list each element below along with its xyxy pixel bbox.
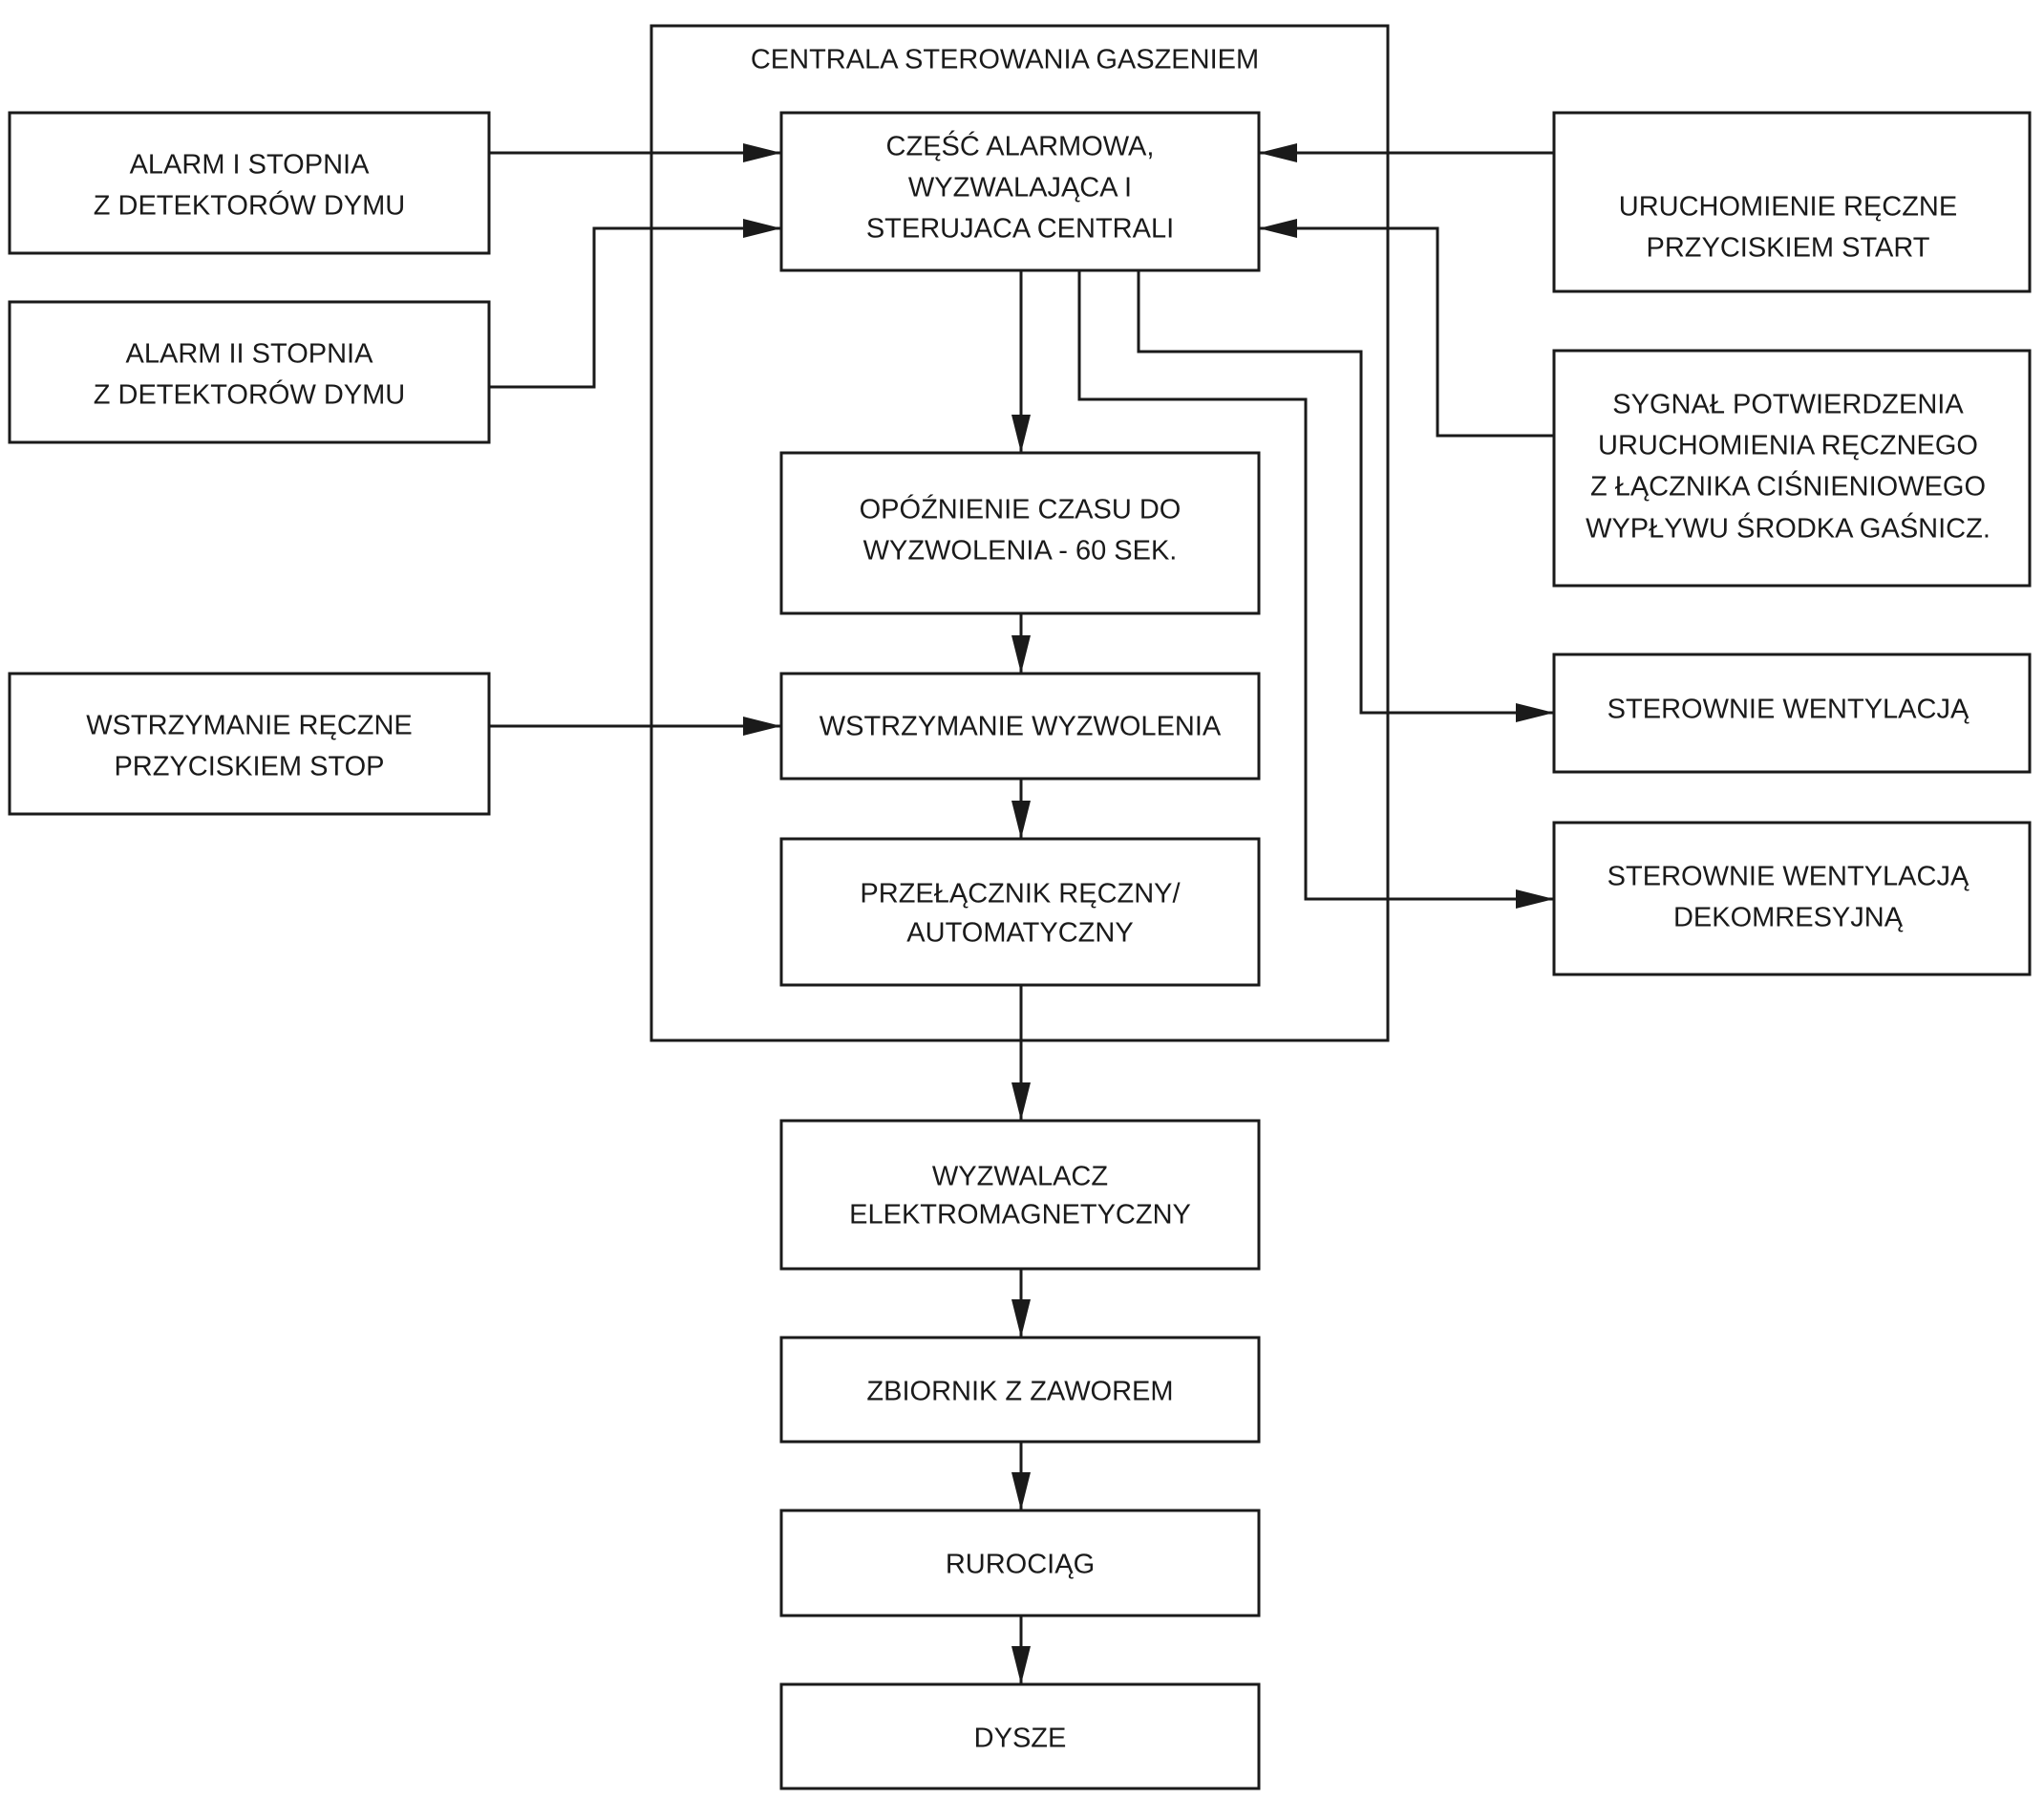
svg-text:PRZYCISKIEM STOP: PRZYCISKIEM STOP xyxy=(114,752,384,782)
svg-text:WYZWOLENIA - 60 SEK.: WYZWOLENIA - 60 SEK. xyxy=(863,536,1178,567)
svg-text:DEKOMRESYJNĄ: DEKOMRESYJNĄ xyxy=(1673,903,1904,933)
arrow-confirm-to-core xyxy=(1259,219,1554,438)
svg-text:PRZYCISKIEM START: PRZYCISKIEM START xyxy=(1646,233,1929,264)
svg-text:ALARM I STOPNIA: ALARM I STOPNIA xyxy=(130,150,371,181)
svg-text:WSTRZYMANIE WYZWOLENIA: WSTRZYMANIE WYZWOLENIA xyxy=(820,712,1222,742)
box-manual-start-confirmation: SYGNAŁ POTWIERDZENIA URUCHOMIENIA RĘCZNE… xyxy=(1552,349,2032,588)
box-pipeline: RUROCIĄG xyxy=(779,1509,1261,1617)
control-panel-title: CENTRALA STEROWANIA GASZENIEM xyxy=(751,45,1259,75)
svg-text:STEROWNIE WENTYLACJĄ: STEROWNIE WENTYLACJĄ xyxy=(1608,695,1969,725)
svg-text:WSTRZYMANIE RĘCZNE: WSTRZYMANIE RĘCZNE xyxy=(86,711,413,741)
box-decompression-ventilation-control: STEROWNIE WENTYLACJĄ DEKOMRESYJNĄ xyxy=(1552,821,2032,976)
box-electromagnetic-releaser: WYZWALACZ ELEKTROMAGNETYCZNY xyxy=(779,1119,1261,1271)
svg-text:ALARM II STOPNIA: ALARM II STOPNIA xyxy=(126,339,374,370)
connectors xyxy=(489,143,1554,1684)
svg-text:Z ŁĄCZNIKA CIŚNIENIOWEGO: Z ŁĄCZNIKA CIŚNIENIOWEGO xyxy=(1590,470,1986,503)
svg-text:Z DETEKTORÓW DYMU: Z DETEKTORÓW DYMU xyxy=(94,379,406,411)
svg-text:ZBIORNIK Z ZAWOREM: ZBIORNIK Z ZAWOREM xyxy=(866,1377,1173,1407)
svg-text:WYZWALAJĄCA I: WYZWALAJĄCA I xyxy=(908,173,1132,203)
arrow-core-to-vent2 xyxy=(1077,270,1554,909)
svg-text:STEROWNIE WENTYLACJĄ: STEROWNIE WENTYLACJĄ xyxy=(1608,862,1969,892)
svg-text:URUCHOMIENIA RĘCZNEGO: URUCHOMIENIA RĘCZNEGO xyxy=(1598,431,1978,461)
arrow-alarm2-to-core xyxy=(489,219,781,389)
svg-text:RUROCIĄG: RUROCIĄG xyxy=(946,1550,1095,1580)
svg-text:SYGNAŁ POTWIERDZENIA: SYGNAŁ POTWIERDZENIA xyxy=(1612,390,1964,420)
svg-text:Z DETEKTORÓW DYMU: Z DETEKTORÓW DYMU xyxy=(94,190,406,222)
svg-text:URUCHOMIENIE RĘCZNE: URUCHOMIENIE RĘCZNE xyxy=(1619,192,1957,223)
box-alarm-stage-1: ALARM I STOPNIA Z DETEKTORÓW DYMU xyxy=(8,111,491,255)
box-release-hold: WSTRZYMANIE WYZWOLENIA xyxy=(779,672,1261,781)
svg-text:AUTOMATYCZNY: AUTOMATYCZNY xyxy=(906,918,1133,949)
box-manual-stop: WSTRZYMANIE RĘCZNE PRZYCISKIEM STOP xyxy=(8,672,491,816)
box-time-delay: OPÓŹNIENIE CZASU DO WYZWOLENIA - 60 SEK. xyxy=(779,451,1261,615)
arrow-core-to-vent xyxy=(1137,270,1554,722)
svg-text:PRZEŁĄCZNIK RĘCZNY/: PRZEŁĄCZNIK RĘCZNY/ xyxy=(860,879,1181,910)
svg-text:DYSZE: DYSZE xyxy=(974,1724,1067,1754)
box-manual-auto-switch: PRZEŁĄCZNIK RĘCZNY/ AUTOMATYCZNY xyxy=(779,837,1261,987)
box-tank-with-valve: ZBIORNIK Z ZAWOREM xyxy=(779,1336,1261,1444)
box-alarm-stage-2: ALARM II STOPNIA Z DETEKTORÓW DYMU xyxy=(8,300,491,444)
svg-text:WYZWALACZ: WYZWALACZ xyxy=(932,1162,1108,1192)
box-nozzles: DYSZE xyxy=(779,1682,1261,1790)
box-ventilation-control: STEROWNIE WENTYLACJĄ xyxy=(1552,653,2032,774)
svg-text:ELEKTROMAGNETYCZNY: ELEKTROMAGNETYCZNY xyxy=(849,1200,1191,1231)
box-alarm-release-control: CZĘŚĆ ALARMOWA, WYZWALAJĄCA I STERUJACA … xyxy=(779,111,1261,272)
svg-text:OPÓŹNIENIE CZASU DO: OPÓŹNIENIE CZASU DO xyxy=(860,494,1182,525)
svg-text:STERUJACA CENTRALI: STERUJACA CENTRALI xyxy=(866,214,1174,245)
svg-text:CZĘŚĆ ALARMOWA,: CZĘŚĆ ALARMOWA, xyxy=(886,130,1155,162)
svg-text:WYPŁYWU ŚRODKA GAŚNICZ.: WYPŁYWU ŚRODKA GAŚNICZ. xyxy=(1586,512,1991,545)
box-manual-start: URUCHOMIENIE RĘCZNE PRZYCISKIEM START xyxy=(1552,111,2032,293)
